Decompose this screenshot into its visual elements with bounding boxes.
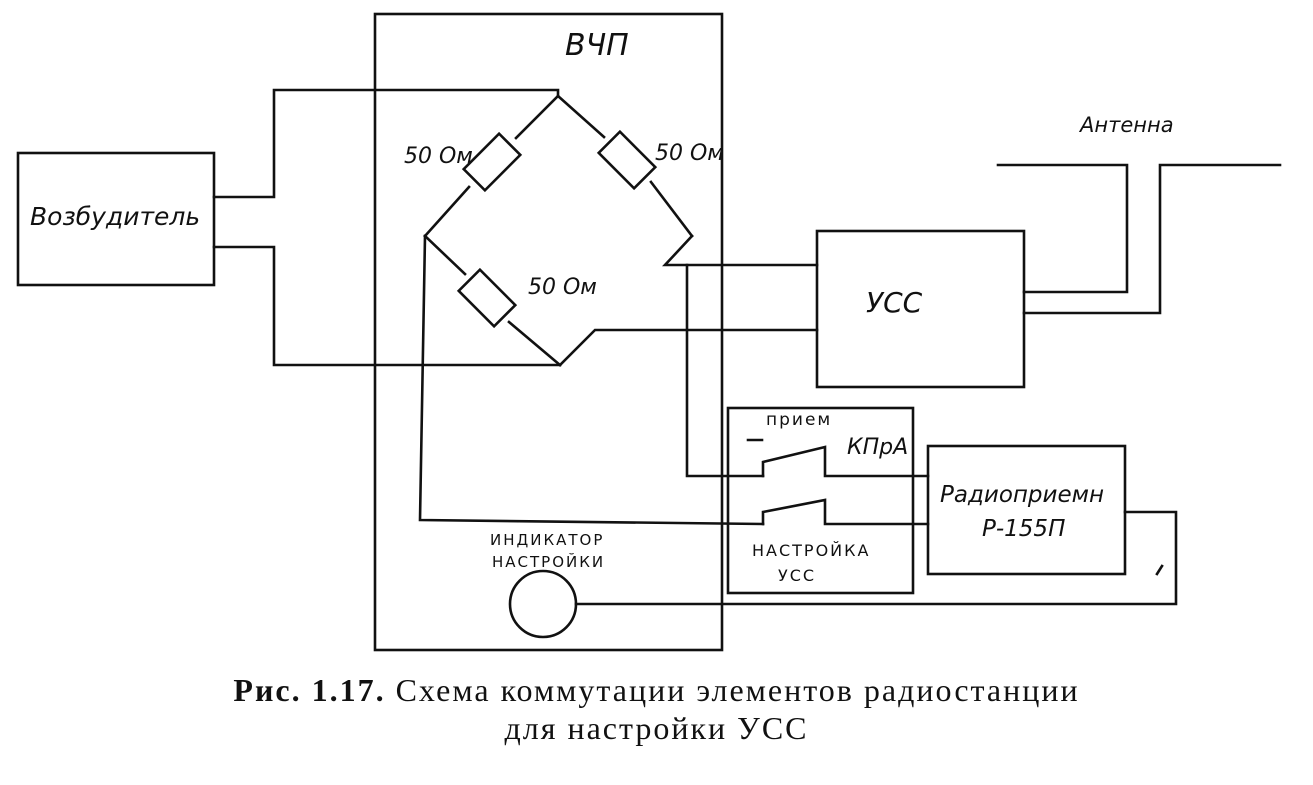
receive-label: прием bbox=[766, 410, 832, 430]
kpra-label: КПрА bbox=[847, 435, 908, 460]
tuning-label-line2: УСС bbox=[778, 566, 816, 585]
exciter-label: Возбудитель bbox=[30, 202, 200, 231]
resistor-middle-label: 50 Ом bbox=[528, 275, 597, 300]
wire-bridge-to-uss-top bbox=[662, 234, 819, 267]
wire-exciter-top bbox=[212, 88, 560, 199]
bridge-edge-bottom-left-a bbox=[423, 234, 467, 276]
tuning-indicator-meter bbox=[508, 569, 578, 639]
uss-label: УСС bbox=[866, 286, 923, 319]
switch-tuning bbox=[761, 498, 930, 526]
figure-title-line1: Схема коммутации элементов радиостанции bbox=[395, 672, 1080, 708]
figure-caption-line1: Рис. 1.17. Схема коммутации элементов ра… bbox=[0, 672, 1313, 709]
resistor-top-left-label: 50 Ом bbox=[404, 144, 473, 169]
tuning-label-line1: НАСТРОЙКА bbox=[752, 541, 870, 560]
uss-block bbox=[815, 229, 1026, 389]
bridge-edge-top-left-a bbox=[514, 94, 560, 140]
bridge-edge-bottom-left-b bbox=[507, 320, 562, 367]
switch-receive bbox=[761, 445, 930, 478]
radio-station-switching-diagram: ВЧП Возбудитель 50 Ом 50 Ом 50 Ом УСС Ан… bbox=[16, 12, 1282, 652]
figure-number: Рис. 1.17. bbox=[233, 672, 386, 708]
wire-exciter-bottom bbox=[212, 245, 562, 367]
bridge-edge-top-right-a bbox=[556, 94, 606, 139]
figure-caption-line2: для настройки УСС bbox=[504, 710, 809, 746]
kpra-switch-block bbox=[726, 406, 915, 595]
wire-bridge-left-to-tuning bbox=[418, 234, 765, 526]
resistor-top-right-label: 50 Ом bbox=[655, 141, 724, 166]
receiver-label-line2: Р-155П bbox=[982, 516, 1065, 542]
indicator-label-line1: ИНДИКАТОР bbox=[490, 531, 604, 549]
antenna-right-arm bbox=[1022, 163, 1282, 315]
resistor-top-right bbox=[596, 129, 658, 191]
resistor-middle bbox=[456, 267, 518, 329]
antenna-left-arm bbox=[996, 163, 1129, 294]
exciter-block bbox=[16, 151, 216, 287]
vchp-block bbox=[373, 12, 724, 652]
indicator-label-line2: НАСТРОЙКИ bbox=[492, 552, 605, 571]
antenna-label: Антенна bbox=[1078, 113, 1174, 137]
bridge-edge-bottom-right bbox=[558, 328, 819, 367]
receiver-label-line1: Радиоприемн bbox=[940, 482, 1104, 508]
wire-indicator-to-receiver bbox=[574, 510, 1178, 606]
bridge-edge-top-right-b bbox=[649, 180, 694, 238]
receiver-block bbox=[926, 444, 1127, 576]
vchp-label: ВЧП bbox=[565, 28, 629, 63]
resistor-top-left bbox=[461, 131, 523, 193]
wire-bridge-right-to-receive bbox=[685, 263, 765, 478]
receiver-output-tick bbox=[1155, 564, 1164, 576]
bridge-edge-top-left-b bbox=[423, 185, 471, 238]
